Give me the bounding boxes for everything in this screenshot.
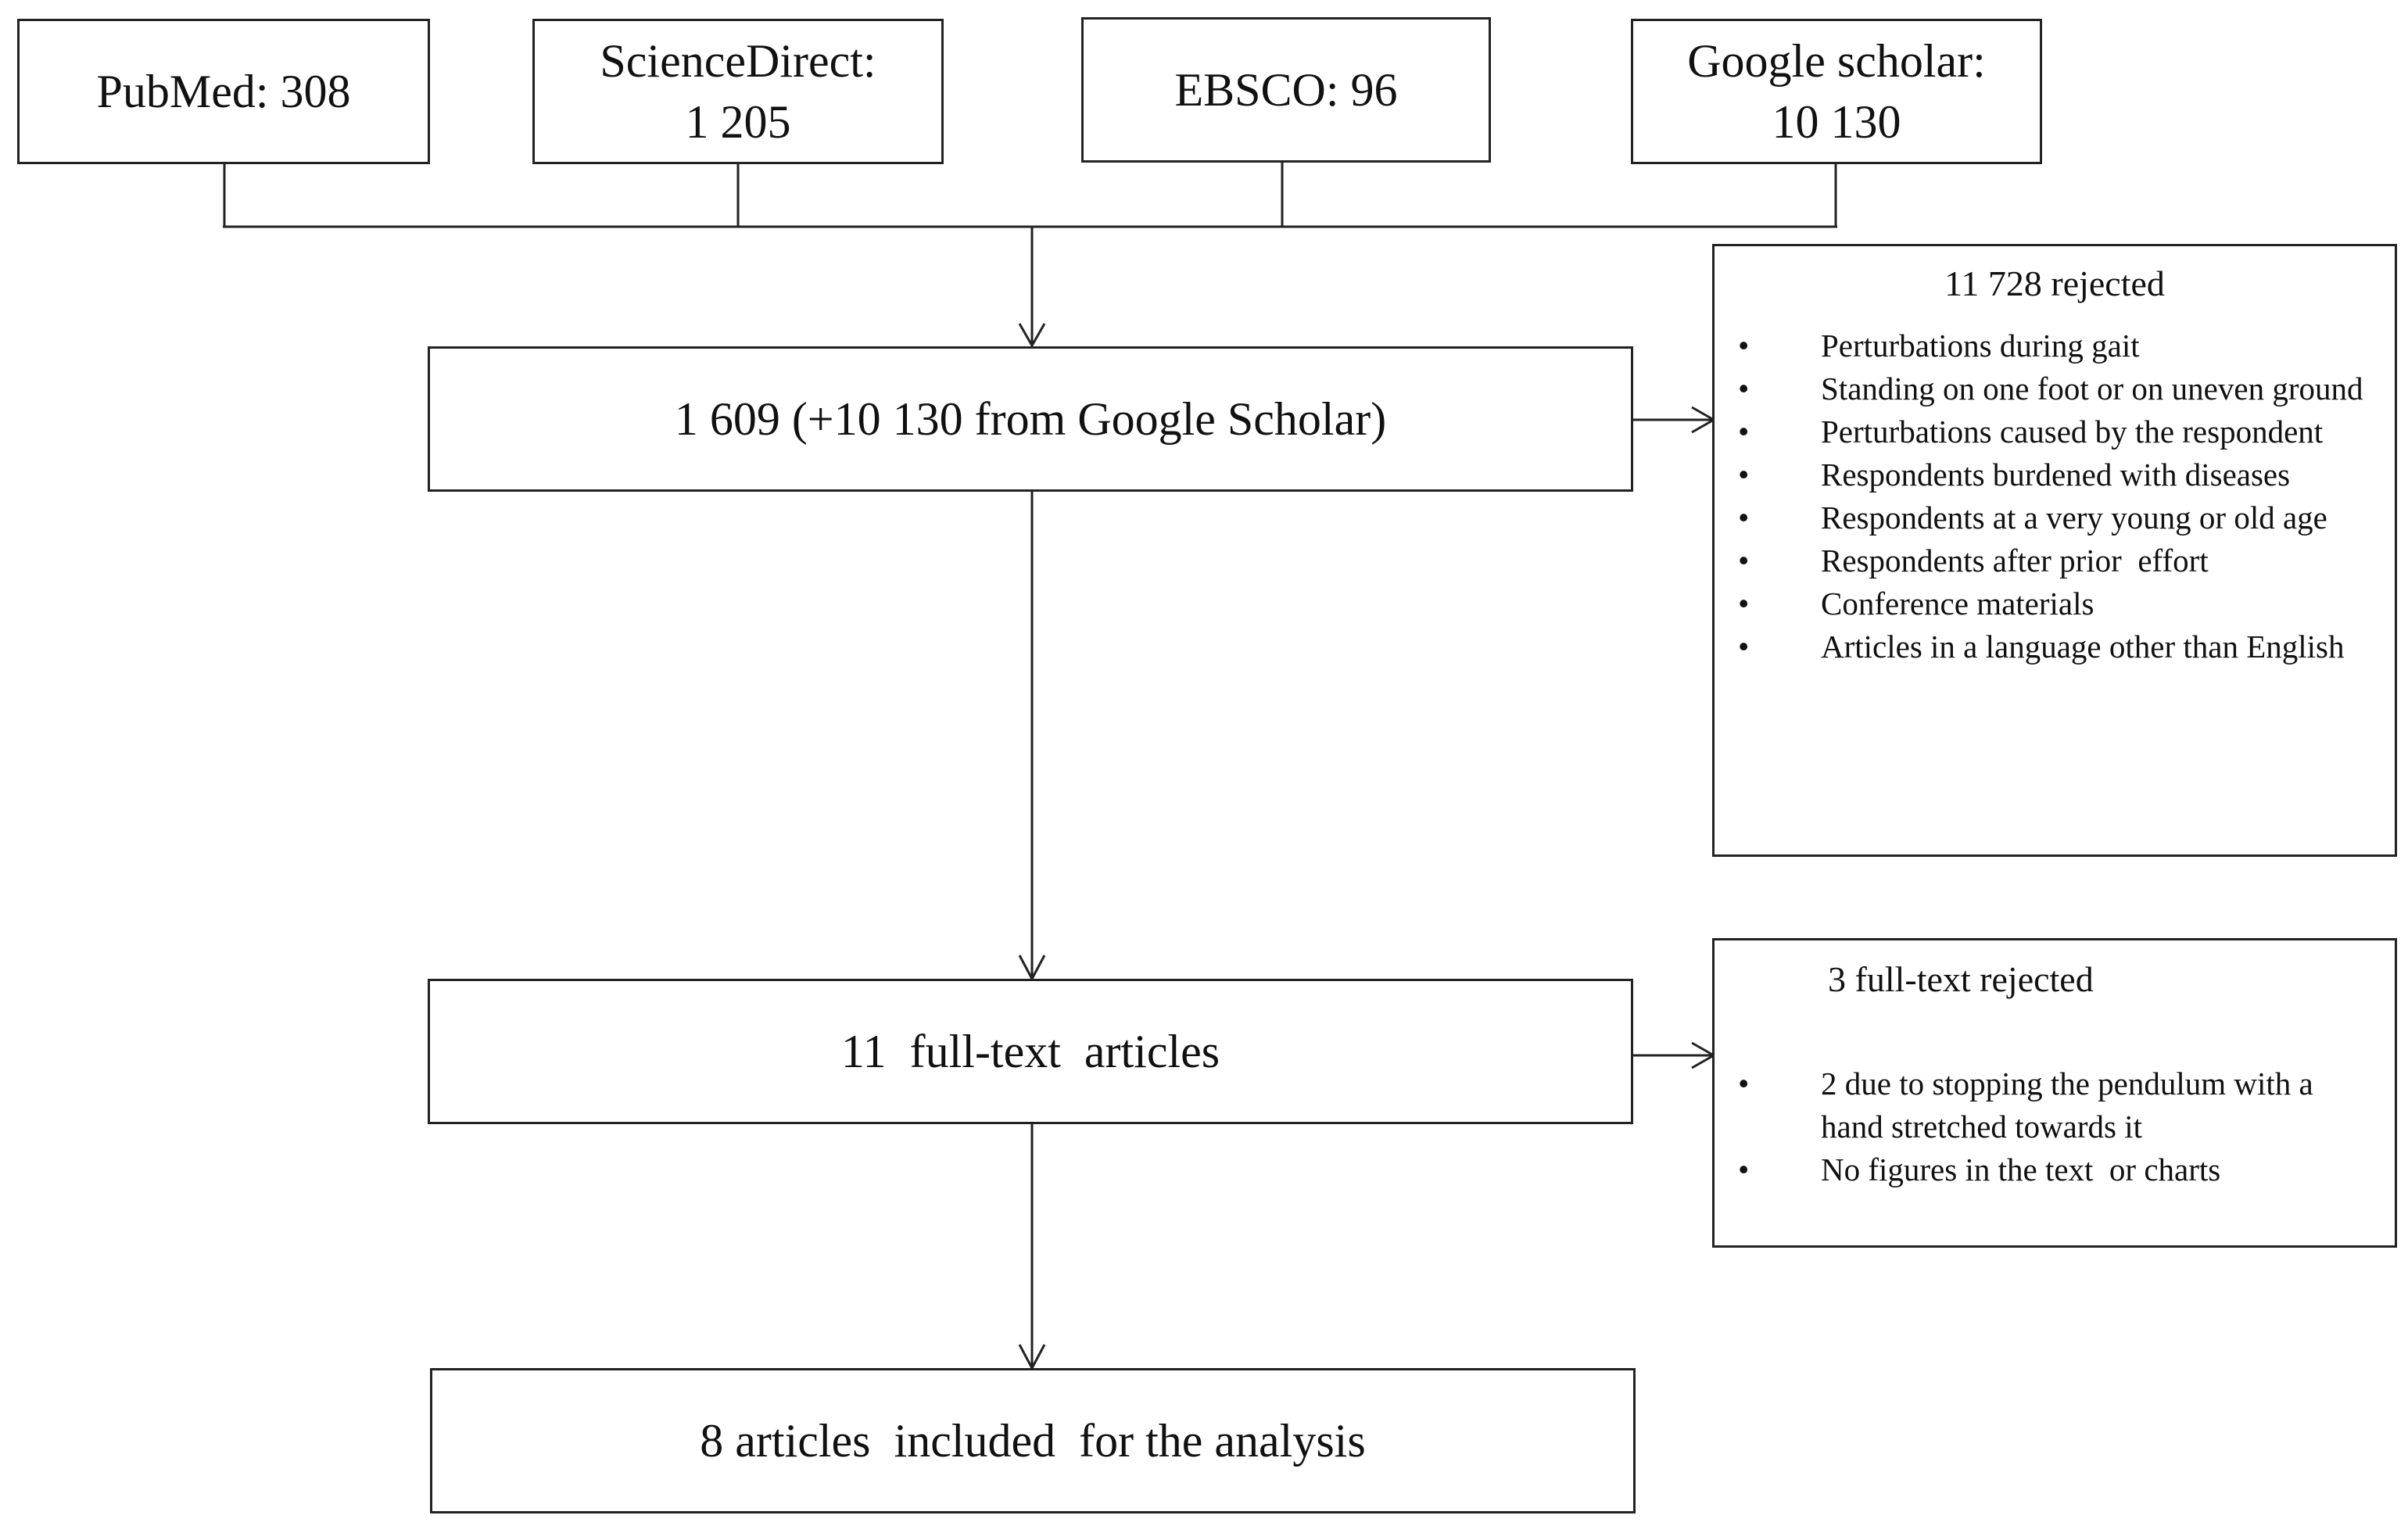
source-label: Google scholar:	[1687, 35, 1986, 87]
source-box-sciencedirect: ScienceDirect: 1 205	[532, 19, 944, 164]
rejected-screening-title: 11 728 rejected	[1944, 263, 2165, 303]
list-item: 2 due to stopping the pendulum with a ha…	[1715, 1062, 2371, 1148]
list-item: Respondents burdened with diseases	[1715, 453, 2371, 496]
source-label: PubMed: 308	[96, 66, 351, 117]
list-item: Respondents at a very young or old age	[1715, 496, 2371, 539]
rejected-screening-list: Perturbations during gait Standing on on…	[1715, 324, 2371, 668]
included-label: 8 articles included for the analysis	[700, 1415, 1366, 1467]
rejected-fulltext-list: 2 due to stopping the pendulum with a ha…	[1715, 1062, 2371, 1191]
arrowhead-to-screening	[1018, 323, 1046, 349]
list-item: Standing on one foot or on uneven ground	[1715, 367, 2371, 410]
screening-box: 1 609 (+10 130 from Google Scholar)	[428, 346, 1633, 492]
list-item: No figures in the text or charts	[1715, 1148, 2371, 1191]
rejected-screening-box: 11 728 rejected Perturbations during gai…	[1712, 244, 2397, 857]
fulltext-label: 11 full-text articles	[840, 1026, 1220, 1077]
rejected-fulltext-box: 3 full-text rejected 2 due to stopping t…	[1712, 938, 2397, 1248]
source-label: EBSCO: 96	[1174, 64, 1398, 116]
source-count: 10 130	[1772, 96, 1901, 148]
source-label: ScienceDirect:	[600, 35, 876, 87]
list-item: Respondents after prior effort	[1715, 539, 2371, 582]
included-box: 8 articles included for the analysis	[430, 1368, 1636, 1513]
rejected-fulltext-title: 3 full-text rejected	[1828, 959, 2094, 999]
fulltext-box: 11 full-text articles	[428, 979, 1633, 1124]
list-item: Articles in a language other than Englis…	[1715, 625, 2371, 668]
list-item: Perturbations during gait	[1715, 324, 2371, 367]
screening-label: 1 609 (+10 130 from Google Scholar)	[674, 393, 1387, 445]
source-box-ebsco: EBSCO: 96	[1081, 17, 1491, 163]
source-box-google-scholar: Google scholar: 10 130	[1631, 19, 2042, 164]
list-item: Perturbations caused by the respondent	[1715, 410, 2371, 453]
source-count: 1 205	[685, 96, 791, 148]
list-item: Conference materials	[1715, 582, 2371, 625]
source-box-pubmed: PubMed: 308	[17, 19, 430, 164]
